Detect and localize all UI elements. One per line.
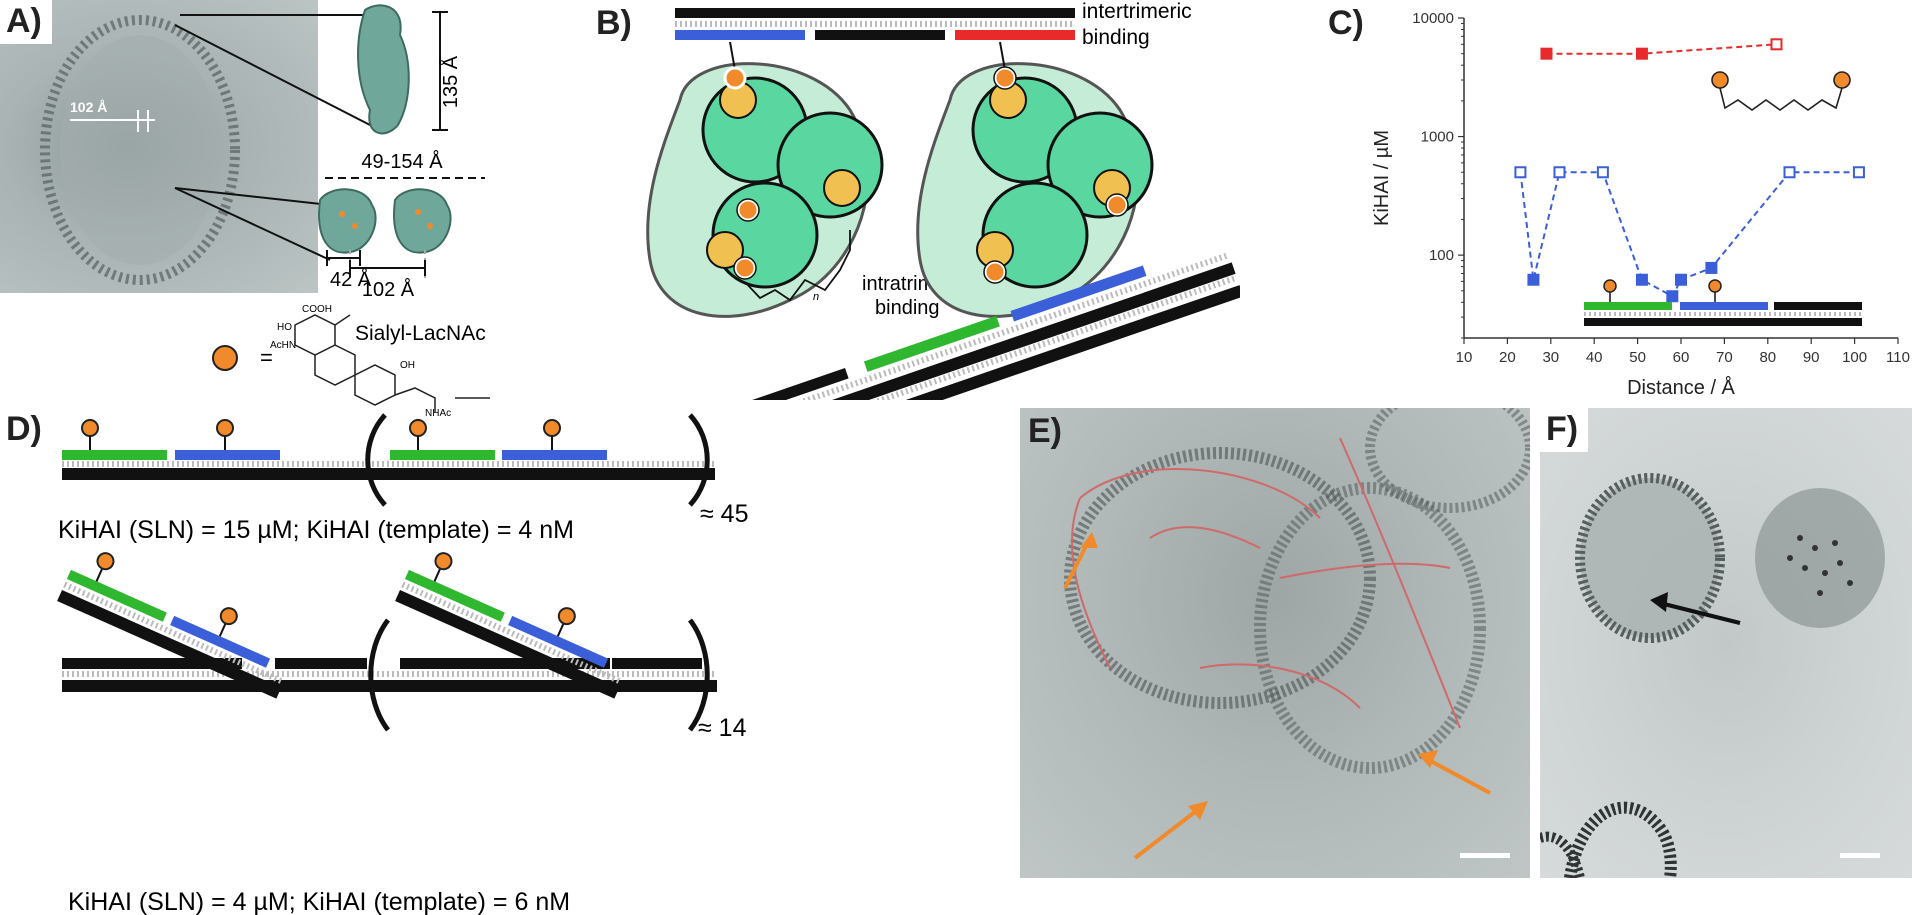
- black-segment-top: [815, 30, 945, 40]
- inter-label-1: intertrimeric: [1082, 0, 1192, 23]
- row2-formula: KiHAI (SLN) = 4 µM; KiHAI (template) = 6…: [68, 888, 570, 915]
- red-segment-top: [955, 30, 1075, 40]
- x-tick-label: 90: [1803, 349, 1820, 366]
- inner-label: 42 Å: [330, 268, 372, 291]
- virus-cluster-f: [1540, 473, 1885, 878]
- x-axis-label: Distance / Å: [1627, 376, 1735, 399]
- panel-d-diagram: KiHAI (SLN) = 15 µM; KiHAI (template) = …: [57, 413, 748, 915]
- data-point: [1852, 166, 1865, 179]
- panel-f-letter: F): [1540, 408, 1589, 452]
- ha-trimer-left: [646, 62, 884, 318]
- ha-trimer-top-view-1: [318, 188, 377, 254]
- template-strand-top: [675, 8, 1075, 18]
- panel-d-letter: D): [0, 408, 52, 452]
- distance-chart: 10 20 30 40 50 60 70 80 90 100 110 100 1000 10000Dist…: [1371, 10, 1910, 399]
- data-point: [1675, 273, 1687, 286]
- y-axis-label: KiHAI / µM: [1371, 130, 1393, 226]
- series-line-1: [1519, 171, 1859, 298]
- data-point: [1540, 47, 1553, 60]
- data-point: [1770, 38, 1783, 51]
- cooh-label: COOH: [302, 304, 332, 315]
- ha-trimer-top-view-2: [393, 188, 452, 254]
- ligand-name: Sialyl-LacNAc: [355, 322, 486, 345]
- row1-formula: KiHAI (SLN) = 15 µM; KiHAI (template) = …: [58, 516, 574, 544]
- tilted-template: [731, 251, 1240, 400]
- y-tick-label: 100: [1429, 247, 1454, 264]
- ha-trimer-side-view: [357, 4, 410, 135]
- x-tick-label: 50: [1629, 349, 1646, 366]
- achn-label: AcHN: [270, 340, 296, 351]
- x-tick-label: 20: [1499, 349, 1516, 366]
- hinged-template-row: [57, 552, 717, 732]
- scale-bar-f: [1840, 853, 1880, 858]
- series-line-0: [1546, 43, 1777, 55]
- x-tick-label: 100: [1842, 349, 1867, 366]
- center-label: 102 Å: [362, 278, 415, 300]
- oh-label: OH: [400, 360, 415, 371]
- data-point: [1666, 290, 1679, 303]
- ligand-icon: [212, 345, 238, 371]
- nhac-label: NHAc: [425, 408, 451, 419]
- data-point: [1705, 261, 1718, 274]
- ha-trimer-right: [916, 62, 1154, 318]
- data-point: [1783, 166, 1796, 179]
- x-tick-label: 30: [1542, 349, 1559, 366]
- row1-repeat: ≈ 45: [700, 500, 748, 528]
- x-tick-label: 70: [1716, 349, 1733, 366]
- virus-cluster-e: [1063, 408, 1530, 860]
- x-tick-label: 10: [1456, 349, 1473, 366]
- sialyl-lacnac-legend: = COOH HO AcHN OH NHAc Sialyl-LacNAc: [212, 304, 490, 419]
- x-tick-label: 40: [1586, 349, 1603, 366]
- data-point: [1527, 273, 1540, 286]
- arrow-3: [1424, 756, 1491, 795]
- panel-e-micrograph: [1020, 408, 1530, 878]
- panel-f-micrograph: [1540, 408, 1912, 878]
- y-tick-label: 10000: [1412, 10, 1454, 27]
- blue-segment-top: [675, 30, 805, 40]
- arrow-f: [1659, 601, 1741, 625]
- panel-b-letter: B): [590, 2, 642, 46]
- linker-structure-icon: [1711, 71, 1851, 111]
- x-tick-label: 110: [1886, 349, 1910, 366]
- n-label: n: [813, 291, 819, 303]
- ho-label: HO: [277, 322, 292, 333]
- panel-c-letter: C): [1322, 2, 1374, 46]
- row2-repeat: ≈ 14: [698, 714, 747, 742]
- data-point: [1635, 47, 1648, 60]
- virus-particle-a: 102 Å: [40, 15, 240, 285]
- data-point: [1596, 166, 1609, 179]
- data-point: [1635, 273, 1648, 286]
- width-label: 102 Å: [70, 99, 107, 115]
- panel-a-annotations: 135 Å 49-154 Å 42 Å 102 Å: [174, 4, 485, 300]
- arrow-2: [1133, 806, 1202, 860]
- panel-a-micrograph: 102 Å: [0, 0, 318, 293]
- intra-label-2: binding: [875, 297, 940, 319]
- x-tick-label: 80: [1759, 349, 1776, 366]
- inter-label-2: binding: [1082, 26, 1150, 49]
- legend-equals: =: [260, 345, 273, 370]
- height-label: 135 Å: [439, 55, 462, 108]
- panel-e-letter: E): [1028, 412, 1062, 450]
- template-icon: [1584, 279, 1862, 326]
- data-point: [1514, 166, 1527, 179]
- panel-b-diagram: intertrimeric binding n intratrimeric bi…: [646, 0, 1240, 400]
- x-tick-label: 60: [1673, 349, 1690, 366]
- panel-a-letter: A): [0, 0, 52, 44]
- y-tick-label: 1000: [1421, 129, 1454, 146]
- data-point: [1553, 166, 1566, 179]
- span-label: 49-154 Å: [361, 150, 443, 173]
- linear-template-row: [62, 413, 715, 507]
- scale-bar-e: [1460, 853, 1510, 858]
